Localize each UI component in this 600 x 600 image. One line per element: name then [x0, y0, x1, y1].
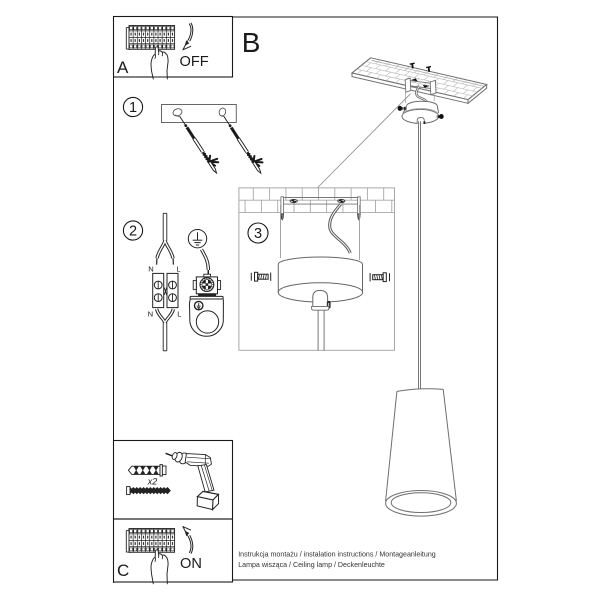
svg-text:L: L — [176, 264, 180, 273]
svg-text:A: A — [117, 58, 129, 77]
svg-text:C: C — [117, 561, 129, 580]
svg-text:x2: x2 — [147, 476, 158, 486]
svg-text:B: B — [242, 27, 261, 58]
svg-text:3: 3 — [254, 226, 262, 242]
svg-text:OFF: OFF — [180, 54, 209, 70]
svg-text:2: 2 — [129, 224, 137, 240]
svg-text:Instrukcja montażu / instalati: Instrukcja montażu / instalation instruc… — [238, 550, 436, 558]
svg-text:1: 1 — [129, 100, 137, 116]
svg-text:L: L — [177, 309, 181, 318]
svg-text:ON: ON — [180, 556, 202, 572]
svg-text:Lampa wisząca / Ceiling lamp: Lampa wisząca / Ceiling lamp / Deckenleu… — [238, 561, 385, 569]
svg-text:N: N — [148, 264, 153, 273]
svg-text:N: N — [148, 309, 153, 318]
